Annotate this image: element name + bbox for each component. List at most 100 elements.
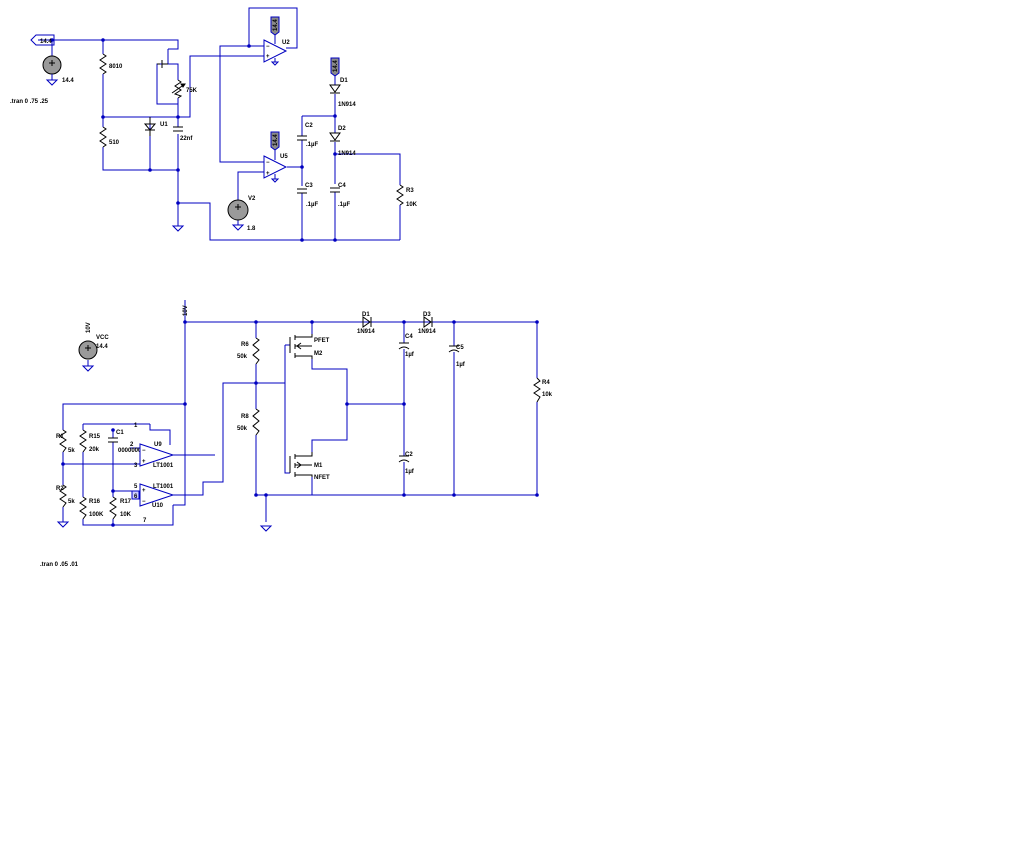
pin-minus: − bbox=[142, 448, 146, 454]
cap-value: 1µf bbox=[405, 469, 415, 475]
vcc-label: VCC bbox=[96, 335, 109, 341]
cap-label: C2 bbox=[405, 452, 413, 458]
junction bbox=[535, 493, 539, 497]
junction bbox=[101, 115, 105, 119]
bottom-circuit: 10V 10V VCC 14.4 .tran 0 .05 .01 R1 5k R… bbox=[40, 300, 553, 568]
junction bbox=[111, 523, 115, 527]
switch-transistor[interactable] bbox=[157, 60, 168, 68]
node-flag-label: 14.4 bbox=[40, 39, 52, 45]
resistor-r4[interactable]: R4 10k bbox=[533, 377, 553, 403]
diode-model: 1N914 bbox=[357, 329, 375, 335]
pin-plus: + bbox=[266, 54, 270, 60]
opamp-u9[interactable]: − + U9 LT1001 bbox=[139, 442, 175, 469]
resistor-value: 5k bbox=[68, 448, 75, 454]
node-number: 2 bbox=[130, 442, 134, 448]
resistor-label: R4 bbox=[542, 380, 550, 386]
nfet-m1[interactable]: M1 NFET bbox=[289, 452, 330, 481]
resistor-bottom[interactable]: 510 bbox=[99, 126, 120, 148]
diode-d1[interactable]: D1 1N914 bbox=[357, 312, 375, 335]
pin-plus: + bbox=[142, 459, 146, 465]
opamp-u2[interactable]: − + U2 14.4 bbox=[263, 16, 290, 66]
cap-label: C4 bbox=[338, 183, 346, 189]
cap-label: C3 bbox=[305, 183, 313, 189]
junction bbox=[61, 462, 65, 466]
resistor-label: R17 bbox=[120, 499, 132, 505]
resistor-r6[interactable]: R6 50k bbox=[237, 337, 260, 365]
resistor-label: R16 bbox=[89, 499, 101, 505]
diode-label: D3 bbox=[423, 312, 431, 318]
cap-c5[interactable]: C5 1µf bbox=[448, 345, 466, 368]
potentiometer[interactable]: 75K bbox=[171, 79, 198, 99]
vcc-value: 14.4 bbox=[96, 344, 108, 350]
fet-label: M2 bbox=[314, 351, 323, 357]
fet-model: PFET bbox=[314, 338, 330, 344]
pin-minus: − bbox=[266, 44, 270, 50]
diode-model: 1N914 bbox=[418, 329, 436, 335]
resistor-r8[interactable]: R8 50k bbox=[237, 408, 260, 436]
cap-c3[interactable]: C3 .1µF bbox=[297, 183, 318, 208]
junction bbox=[333, 152, 337, 156]
d1-label: D1 bbox=[340, 78, 348, 84]
cap-22nf[interactable]: 22nf bbox=[173, 126, 193, 142]
u5-label: U5 bbox=[280, 154, 288, 160]
pin-plus: + bbox=[266, 171, 270, 177]
diode-d3[interactable]: D3 1N914 bbox=[418, 312, 436, 335]
pin-minus: − bbox=[266, 160, 270, 166]
cap-value: .1µF bbox=[306, 202, 318, 208]
node-number: 7 bbox=[143, 518, 147, 524]
cap-value: 22nf bbox=[180, 136, 193, 142]
cap-label: C4 bbox=[405, 334, 413, 340]
supply-flag: 14.4 bbox=[273, 134, 279, 146]
cap-c1[interactable]: C1 0000000 2 bbox=[108, 430, 147, 454]
resistor-r17[interactable]: R17 10K bbox=[109, 496, 132, 520]
resistor-value: 20k bbox=[89, 447, 100, 453]
pin-minus: − bbox=[142, 499, 146, 505]
ground-symbol bbox=[171, 225, 185, 232]
top-junctions bbox=[50, 38, 337, 242]
u9-model: LT1001 bbox=[153, 463, 174, 469]
junction bbox=[333, 238, 337, 242]
junction bbox=[50, 38, 54, 42]
top-circuit: 14.4 14.4 .tran 0 .75 .25 8010 510 75K bbox=[10, 7, 418, 242]
resistor-label: R3 bbox=[406, 188, 414, 194]
opamp-u10[interactable]: 6 + − LT1001 U10 bbox=[131, 483, 175, 509]
vcc-source[interactable]: 10V VCC 14.4 bbox=[78, 322, 109, 372]
resistor-value: 50k bbox=[237, 354, 248, 360]
cap-c2[interactable]: C2 1µf bbox=[398, 452, 415, 475]
junction bbox=[345, 402, 349, 406]
resistor-label: R1 bbox=[56, 434, 64, 440]
u10-model: LT1001 bbox=[153, 484, 174, 490]
fet-model: NFET bbox=[314, 475, 330, 481]
cap-c4[interactable]: C4 1µf bbox=[398, 334, 415, 358]
resistor-top[interactable]: 8010 bbox=[99, 53, 123, 75]
pin-plus: + bbox=[142, 488, 146, 494]
supply-source[interactable]: 14.4 bbox=[42, 55, 74, 86]
cap-c4[interactable]: C4 .1µF bbox=[330, 183, 350, 208]
diode-d2[interactable]: D2 1N914 bbox=[329, 126, 356, 157]
resistor-r15[interactable]: R15 20k bbox=[79, 429, 101, 453]
v2-label: V2 bbox=[248, 196, 256, 202]
cap-c2[interactable]: C2 .1µF bbox=[297, 123, 318, 148]
node-flag-14v4[interactable]: 14.4 bbox=[30, 34, 55, 46]
junction bbox=[176, 115, 180, 119]
resistor-r3[interactable]: R3 10K bbox=[396, 184, 418, 208]
bottom-wires bbox=[62, 321, 538, 526]
junction bbox=[402, 320, 406, 324]
junction bbox=[111, 428, 115, 432]
resistor-r2[interactable]: R2 5k bbox=[56, 484, 75, 528]
resistor-r16[interactable]: R16 100K bbox=[79, 496, 104, 520]
resistor-r1[interactable]: R1 5k bbox=[56, 429, 75, 454]
diode-d1[interactable]: 14.4 D1 1N914 bbox=[329, 57, 356, 108]
junction bbox=[264, 493, 268, 497]
u1-regulator[interactable]: U1 bbox=[143, 117, 168, 136]
rail-label: 10V bbox=[183, 305, 189, 316]
resistor-value: 50k bbox=[237, 426, 248, 432]
junction bbox=[254, 320, 258, 324]
junction bbox=[254, 493, 258, 497]
opamp-u5[interactable]: − + U5 14.4 bbox=[263, 131, 288, 183]
pfet-m2[interactable]: PFET M2 bbox=[289, 334, 330, 359]
source-v2[interactable]: V2 1.8 bbox=[227, 196, 256, 232]
rail-flag-10v[interactable]: 10V bbox=[183, 300, 189, 322]
tran-directive: .tran 0 .05 .01 bbox=[40, 562, 79, 568]
